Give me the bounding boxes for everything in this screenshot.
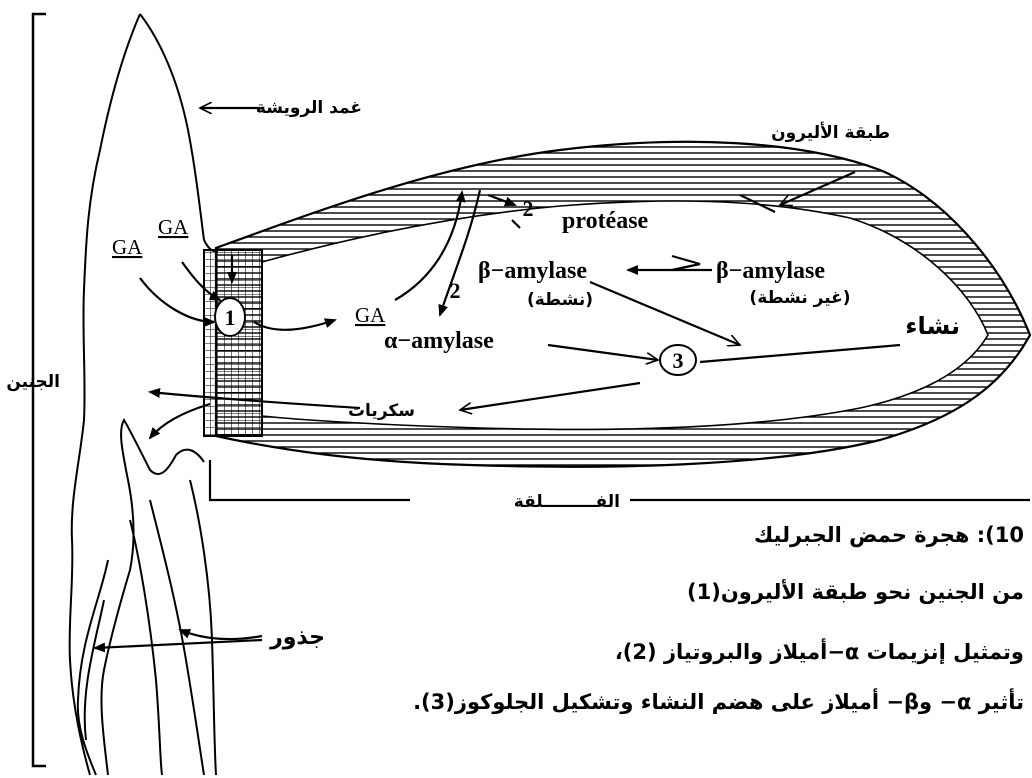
step3-label: 3 <box>673 348 684 373</box>
roots <box>78 480 216 775</box>
protease-label: protéase <box>562 208 649 234</box>
ga-label-3: GA <box>355 303 386 327</box>
beta-amylase-inactive-label: β−amylase <box>716 258 825 284</box>
sugars-label: سكريات <box>348 401 415 421</box>
caption-line-4: تأثير α− وβ− أميلاز على هضم النشاء وتشكي… <box>264 692 1024 713</box>
caption-line-1: 10): هجرة حمض الجبرليك <box>264 525 1024 546</box>
coleoptile-label: غمد الرويشة <box>256 98 362 118</box>
step1-label: 1 <box>225 305 236 330</box>
starch-label: نشاء <box>905 312 960 340</box>
aleurone-layer <box>216 142 1030 467</box>
caption-line-2: من الجنين نحو طبقة الأليرون(1) <box>264 582 1024 603</box>
caption-line-3: وتمثيل إنزيمات α−أميلاز والبروتياز (2)، <box>264 642 1024 663</box>
endosperm-label: الفـــــــــلقة <box>514 492 620 512</box>
active-label: (نشطة) <box>527 290 593 310</box>
ga-label-1: GA <box>112 235 143 259</box>
beta-amylase-active-label: β−amylase <box>478 258 587 284</box>
step2-label-mid: 2 <box>450 278 461 303</box>
embryo-outline <box>70 14 218 775</box>
inactive-label: (غير نشطة) <box>749 288 850 308</box>
aleurone-label: طبقة الأليرون <box>771 122 890 143</box>
embryo-label: الجنين <box>6 372 60 392</box>
step2-label-top: 2 <box>523 196 534 221</box>
alpha-amylase-label: α−amylase <box>384 328 494 354</box>
ga-label-2: GA <box>158 215 189 239</box>
